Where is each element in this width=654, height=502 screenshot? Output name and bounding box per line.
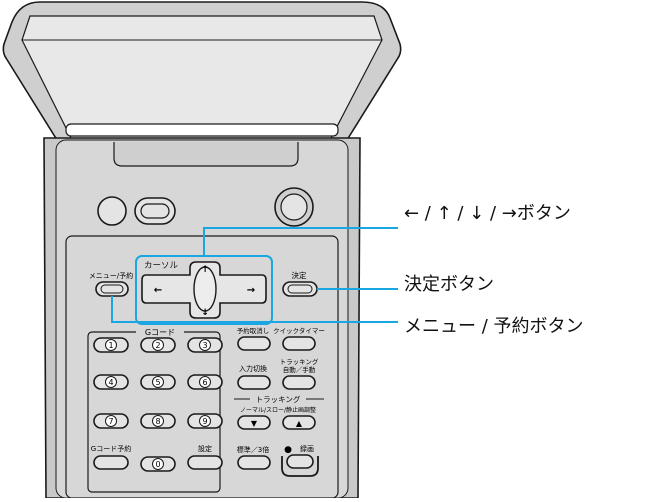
cursor-right-arrow[interactable]: →: [247, 285, 255, 296]
input-switch-label: 入力切換: [239, 364, 267, 373]
digit-keys: 1 2 3 4 5 6 7 8 9 0: [93, 337, 223, 472]
quick-timer-button[interactable]: [282, 336, 316, 351]
remote-lid-inner: [21, 15, 383, 141]
input-switch-button[interactable]: [237, 375, 271, 390]
oval-button-inner: [140, 203, 170, 219]
digit-key-face-3: [199, 339, 211, 351]
enter-label: 決定: [292, 270, 307, 280]
digit-key-label-7: 7: [108, 417, 113, 426]
hinge: [65, 123, 339, 137]
cursor-left-arrow[interactable]: ←: [154, 285, 162, 296]
tracking-auto-label-1: トラッキング: [280, 357, 319, 366]
tracking-up-button[interactable]: [282, 415, 316, 430]
cursor-up-arrow[interactable]: ↑: [201, 265, 209, 275]
digit-key-label-3: 3: [202, 341, 207, 350]
digit-key-face-7: [105, 415, 117, 427]
tracking-header: トラッキング: [256, 394, 301, 404]
digit-key-label-2: 2: [155, 341, 160, 350]
round-button-left[interactable]: [97, 196, 127, 226]
power-button-inner: [280, 193, 308, 221]
tracking-down-glyph: ▼: [251, 419, 258, 428]
menu-reserve-button-inner: [100, 284, 124, 294]
cursor-group-label: カーソル: [144, 261, 179, 271]
gcode-header-bg: [136, 327, 184, 337]
digit-key-label-8: 8: [155, 417, 160, 426]
tracking-auto-label-2: 自動／手動: [283, 365, 316, 374]
tracking-up-glyph: ▲: [296, 419, 303, 428]
leader-line-menu: [111, 296, 398, 323]
settings-label: 設定: [198, 444, 212, 453]
speed-label: 標準／3倍: [237, 445, 269, 454]
reserve-cancel-label: 予約取消し: [237, 326, 270, 335]
record-dot: ●: [284, 445, 292, 455]
quick-timer-label: クイックタイマー: [273, 326, 325, 335]
digit-key-label-5: 5: [155, 378, 160, 387]
tracking-down-button[interactable]: [237, 415, 271, 430]
digit-key-label-1: 1: [108, 341, 113, 350]
record-button-guard: [281, 456, 319, 477]
digit-key-face-2: [152, 339, 164, 351]
digit-key-face-9: [199, 415, 211, 427]
digit-key-label-0: 0: [155, 460, 160, 469]
digit-key-face-8: [152, 415, 164, 427]
gcode-header: Gコード: [145, 328, 175, 337]
record-button[interactable]: [286, 454, 314, 469]
menu-reserve-label: メニュー/予約: [89, 271, 133, 280]
digit-key-face-4: [105, 376, 117, 388]
record-label: 録画: [300, 444, 314, 453]
enter-button-inner: [287, 284, 313, 294]
cursor-center: [193, 266, 217, 312]
callout-enter-button: 決定ボタン: [404, 274, 494, 295]
tracking-sub-label: ノーマル/スロー/静止画調整: [240, 406, 316, 414]
reserve-cancel-button[interactable]: [237, 336, 271, 351]
leader-line-cursor: [203, 227, 398, 256]
gcode-reserve-label: Gコード予約: [91, 444, 131, 453]
digit-key-face-1: [105, 339, 117, 351]
digit-key-label-9: 9: [202, 417, 207, 426]
digit-key-face-5: [152, 376, 164, 388]
callout-menu-reserve-button: メニュー / 予約ボタン: [404, 316, 584, 337]
callout-cursor-buttons: ← / ↑ / ↓ / →ボタン: [404, 203, 571, 224]
top-recess: [113, 142, 299, 167]
digit-key-face-0: [152, 458, 164, 470]
cursor-down-arrow[interactable]: ↓: [201, 308, 209, 318]
speed-button[interactable]: [237, 455, 271, 470]
settings-button[interactable]: [187, 455, 223, 470]
gcode-reserve-button[interactable]: [93, 455, 129, 470]
digit-key-face-6: [199, 376, 211, 388]
digit-key-label-4: 4: [108, 378, 113, 387]
tracking-auto-button[interactable]: [282, 375, 316, 390]
digit-key-label-6: 6: [202, 378, 207, 387]
